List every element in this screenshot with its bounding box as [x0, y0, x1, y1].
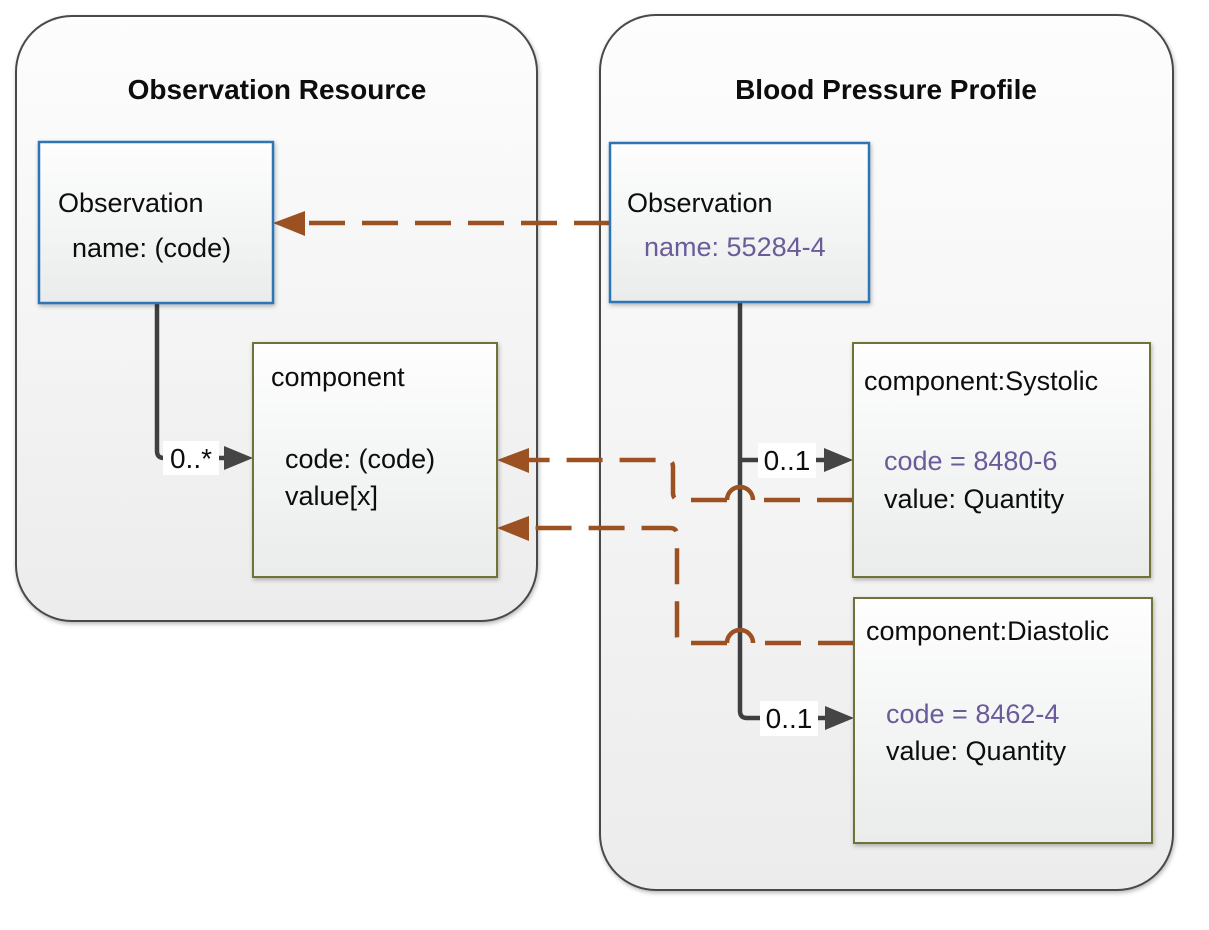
systolic-component-name: component:Systolic	[864, 366, 1098, 396]
diastolic-mapping-arrowhead-icon	[497, 516, 529, 541]
observation-mapping-arrowhead-icon	[273, 211, 305, 236]
diastolic-component-box	[853, 597, 1153, 844]
resource-component-box	[252, 342, 498, 578]
diastolic-multiplicity-label: 0..1	[766, 703, 813, 734]
diastolic-component-attribute1: code = 8462-4	[886, 699, 1059, 729]
systolic-component-box	[852, 342, 1151, 578]
systolic-mapping-jump-arc-icon	[724, 484, 756, 501]
left-panel-title: Observation Resource	[128, 74, 427, 105]
resource-observation-attribute: name: (code)	[72, 233, 231, 263]
systolic-mapping-dashed-line-left	[529, 457, 727, 503]
diastolic-mapping-jump-arc-icon	[724, 627, 756, 644]
systolic-mapping-arrowhead-icon	[497, 448, 529, 473]
diastolic-mapping-dashed-line-left	[529, 525, 727, 646]
systolic-arrowhead-icon	[824, 448, 853, 472]
resource-observation-box	[37, 140, 275, 305]
systolic-multiplicity-label: 0..1	[764, 445, 811, 476]
profile-observation-box	[608, 141, 871, 304]
resource-component-name: component	[271, 362, 405, 392]
diastolic-component-name: component:Diastolic	[866, 616, 1109, 646]
right-observation-to-diastolic-connector	[737, 302, 827, 721]
left-multiplicity-label: 0..*	[170, 443, 212, 474]
right-panel-title: Blood Pressure Profile	[735, 74, 1037, 105]
systolic-component-attribute2: value: Quantity	[884, 484, 1065, 514]
diastolic-arrowhead-icon	[825, 706, 854, 730]
left-multiplicity-label-bg	[163, 441, 219, 475]
resource-component-attribute2: value[x]	[285, 481, 378, 511]
resource-observation-name: Observation	[58, 188, 204, 218]
left-component-arrowhead-icon	[224, 446, 253, 470]
profile-observation-name: Observation	[627, 188, 773, 218]
resource-component-attribute1: code: (code)	[285, 444, 435, 474]
diastolic-component-attribute2: value: Quantity	[886, 736, 1067, 766]
profile-observation-attribute: name: 55284-4	[644, 232, 826, 262]
systolic-multiplicity-label-bg	[758, 443, 816, 478]
diastolic-multiplicity-label-bg	[760, 701, 818, 736]
systolic-component-attribute1: code = 8480-6	[884, 446, 1057, 476]
